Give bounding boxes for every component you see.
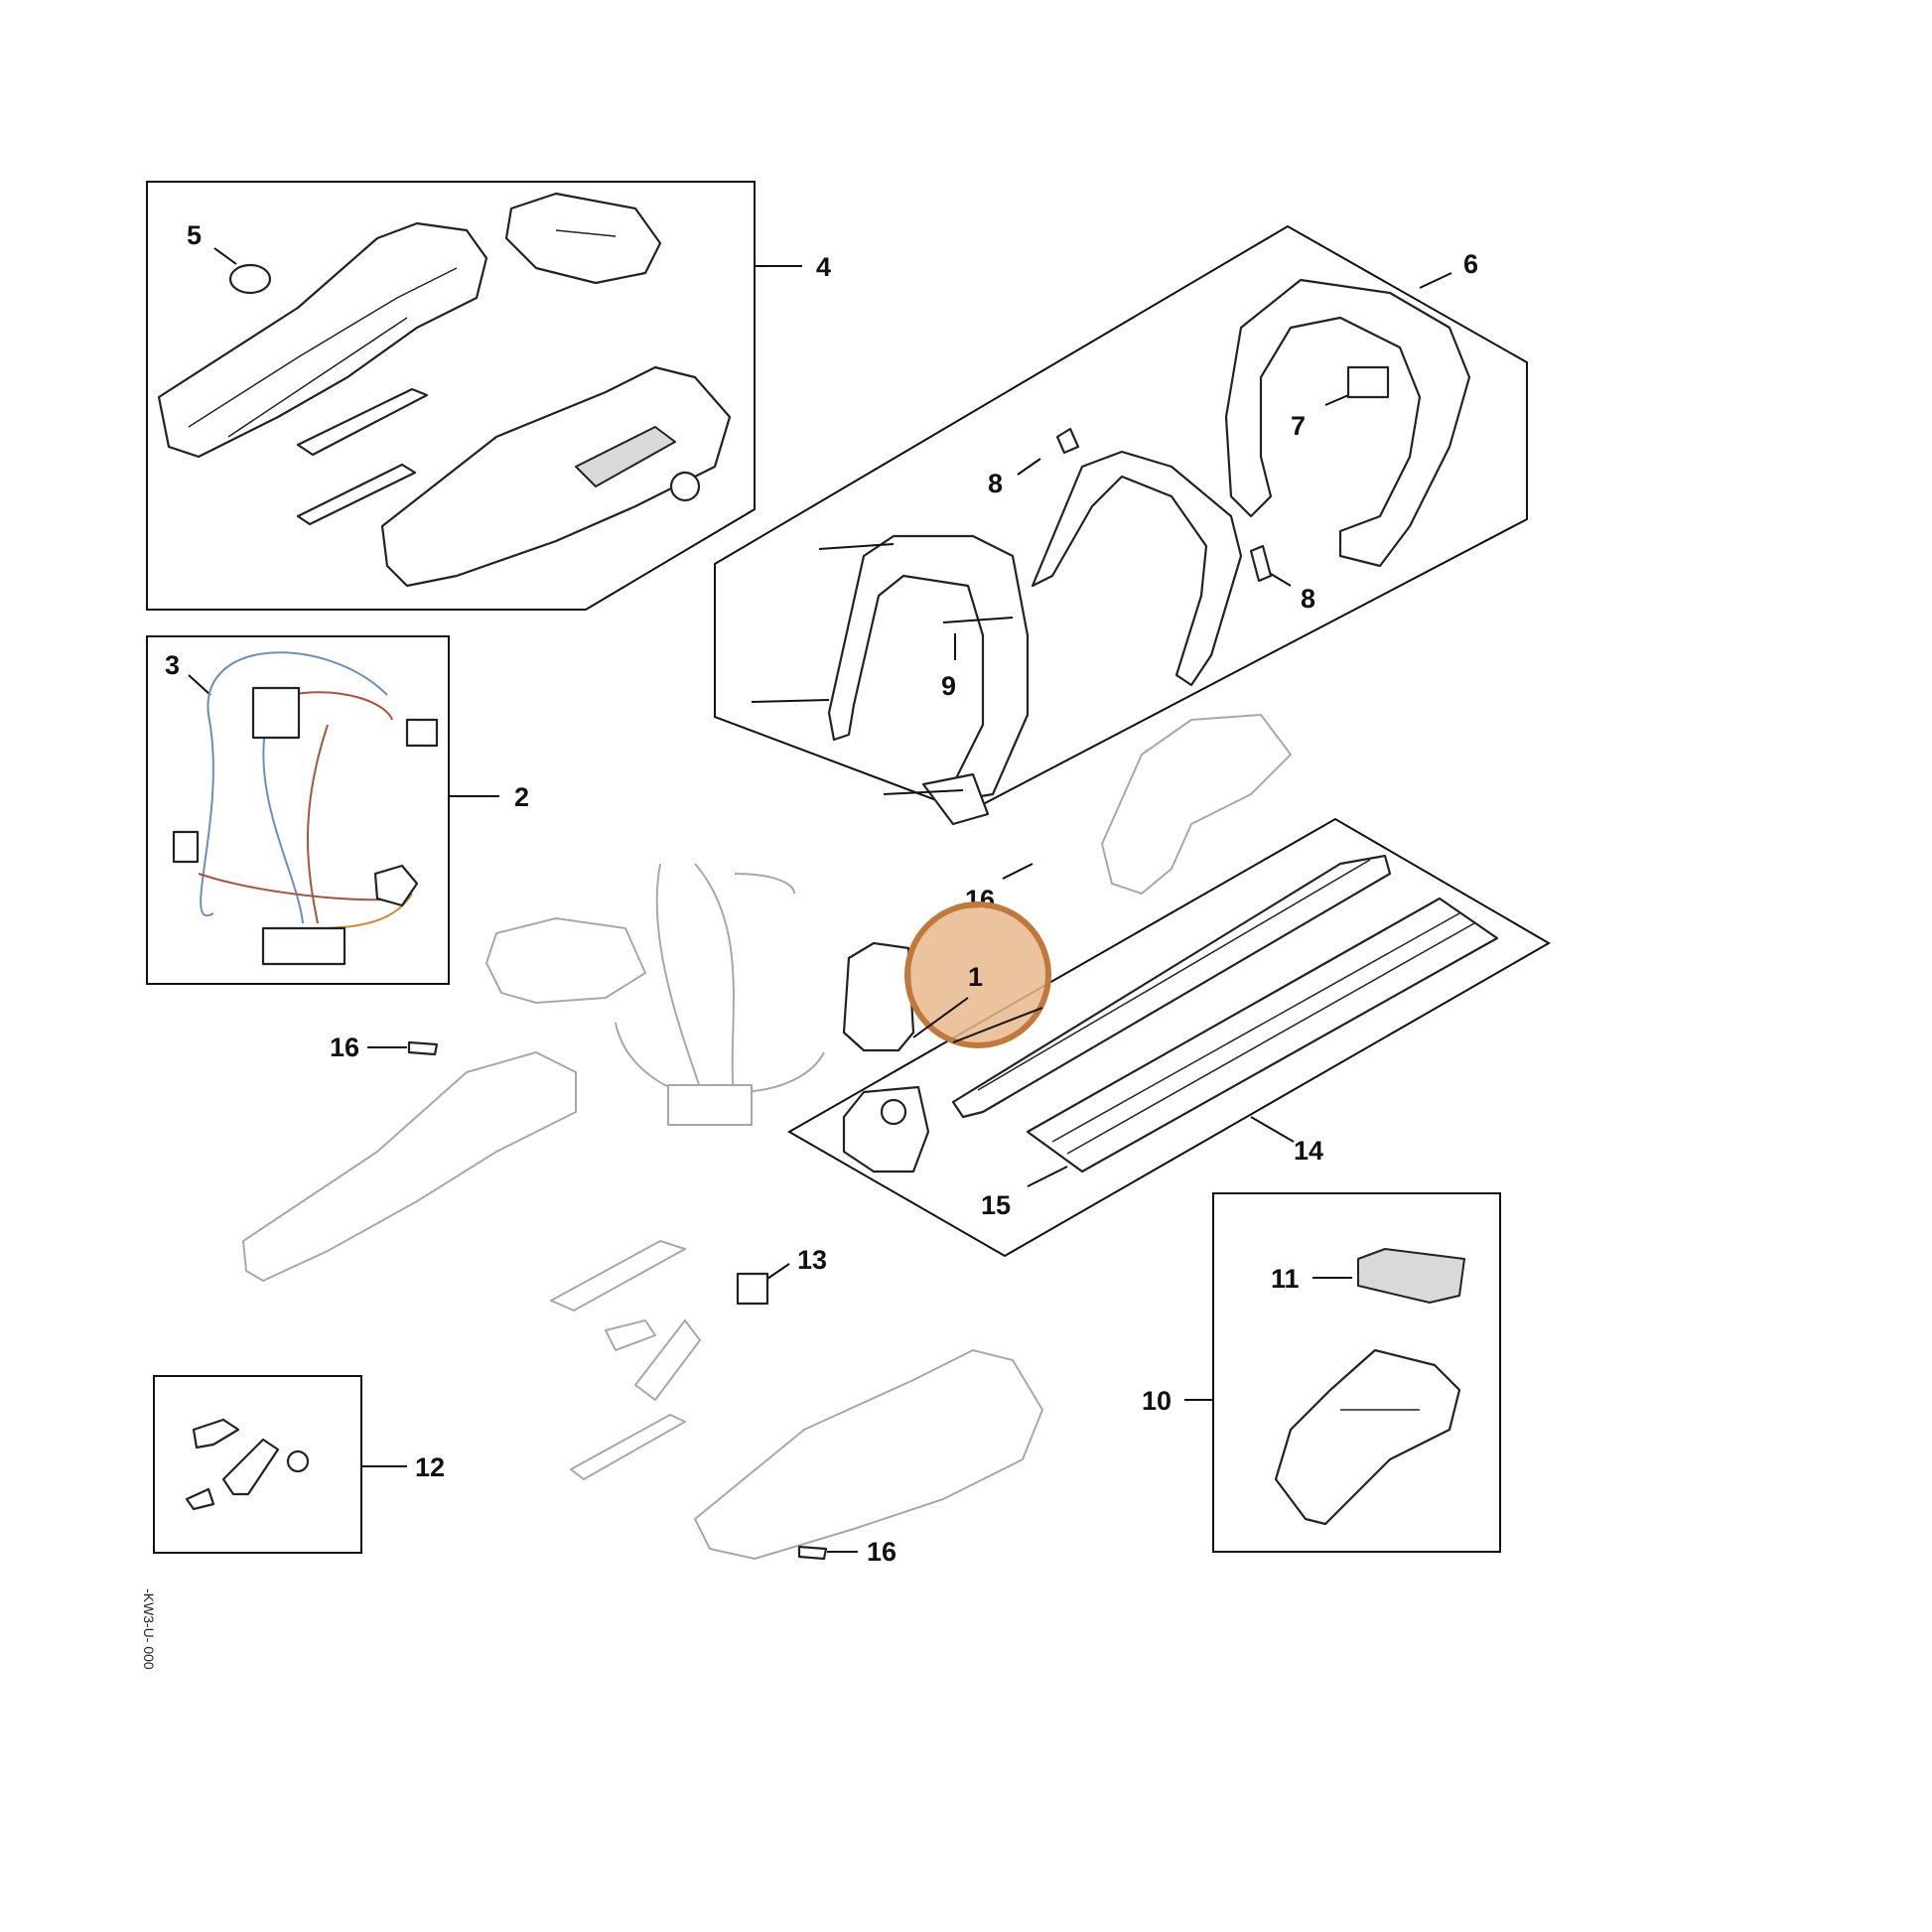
blue-wire: [200, 651, 388, 924]
ghost-right-housing: [694, 1349, 1043, 1560]
side-code: -KW3-U- 000: [141, 1588, 157, 1670]
box-wiring: 2 3: [146, 635, 529, 985]
cutter-blade[interactable]: [951, 854, 1392, 1119]
callout-6[interactable]: 6: [1463, 249, 1478, 279]
box-handles: 6 7 8 8 9: [714, 224, 1528, 826]
handle-bracket[interactable]: [827, 534, 1030, 801]
switch-13[interactable]: [736, 1272, 769, 1306]
switch-strip[interactable]: [296, 463, 417, 526]
box-blade: 14 15 16: [786, 817, 1551, 1258]
terminal-block[interactable]: [261, 926, 346, 966]
ghost-parts-center: [242, 714, 1292, 1560]
ghost-cover-strip: [550, 1240, 686, 1311]
ghost-switch-strip: [570, 1414, 686, 1480]
screw-bottom[interactable]: [797, 1545, 828, 1561]
callout-15[interactable]: 15: [981, 1190, 1011, 1220]
callout-2[interactable]: 2: [514, 782, 529, 812]
ghost-top-cover: [485, 917, 646, 1004]
front-handle[interactable]: [1031, 450, 1243, 687]
spring[interactable]: [286, 1449, 310, 1473]
gearbox-housing[interactable]: [842, 1085, 930, 1173]
right-housing-shell[interactable]: [380, 365, 732, 588]
switch-micro[interactable]: [1346, 365, 1390, 399]
callout-9[interactable]: 9: [941, 671, 956, 701]
connector-right[interactable]: [405, 718, 439, 748]
top-cover[interactable]: [504, 192, 662, 285]
blade-guard[interactable]: [1026, 897, 1499, 1173]
ghost-terminal-block: [667, 1084, 753, 1126]
switch-right[interactable]: [373, 864, 419, 907]
callout-16-left[interactable]: 16: [330, 1033, 359, 1062]
plate-part[interactable]: [228, 263, 272, 295]
screw-left[interactable]: [407, 1040, 439, 1056]
box-switch-kit: 12: [153, 1375, 445, 1554]
loose-callouts: 16 13 16: [330, 1033, 897, 1567]
motor-highlight: 1: [842, 901, 1051, 1052]
highlight-circle[interactable]: [904, 901, 1051, 1048]
trigger[interactable]: [221, 1438, 280, 1496]
cover-strip[interactable]: [296, 387, 429, 457]
callout-11[interactable]: 11: [1271, 1264, 1300, 1294]
lever[interactable]: [192, 1418, 240, 1449]
callout-16-bottom[interactable]: 16: [867, 1537, 897, 1567]
motor-connector[interactable]: [251, 686, 301, 740]
clip-left[interactable]: [1055, 427, 1080, 455]
callout-4[interactable]: 4: [816, 252, 831, 282]
clip-right[interactable]: [1249, 544, 1273, 583]
ghost-left-housing: [242, 1051, 577, 1282]
callout-8-left[interactable]: 8: [988, 469, 1003, 498]
callout-1[interactable]: 1: [968, 962, 983, 992]
callout-3[interactable]: 3: [165, 650, 180, 680]
switch-small[interactable]: [172, 830, 200, 864]
box-housing-kit: 4 5: [146, 181, 831, 611]
callout-12[interactable]: 12: [415, 1452, 445, 1482]
callout-7[interactable]: 7: [1291, 411, 1306, 441]
box-cover-kit: 10 11: [1142, 1192, 1501, 1553]
red-wire: [198, 691, 403, 924]
callout-14[interactable]: 14: [1294, 1136, 1323, 1166]
spring-clip[interactable]: [185, 1487, 215, 1511]
motor-part[interactable]: [842, 941, 915, 1052]
label-sticker[interactable]: [1357, 1248, 1465, 1304]
callout-13[interactable]: 13: [797, 1245, 827, 1275]
callout-5[interactable]: 5: [187, 220, 202, 250]
left-housing-shell[interactable]: [157, 221, 488, 459]
callout-10[interactable]: 10: [1142, 1386, 1172, 1416]
ghost-handle-cover: [1101, 714, 1292, 895]
blade-cover[interactable]: [1274, 1348, 1461, 1526]
rear-handle[interactable]: [1224, 278, 1471, 568]
callout-8-right[interactable]: 8: [1301, 584, 1315, 614]
